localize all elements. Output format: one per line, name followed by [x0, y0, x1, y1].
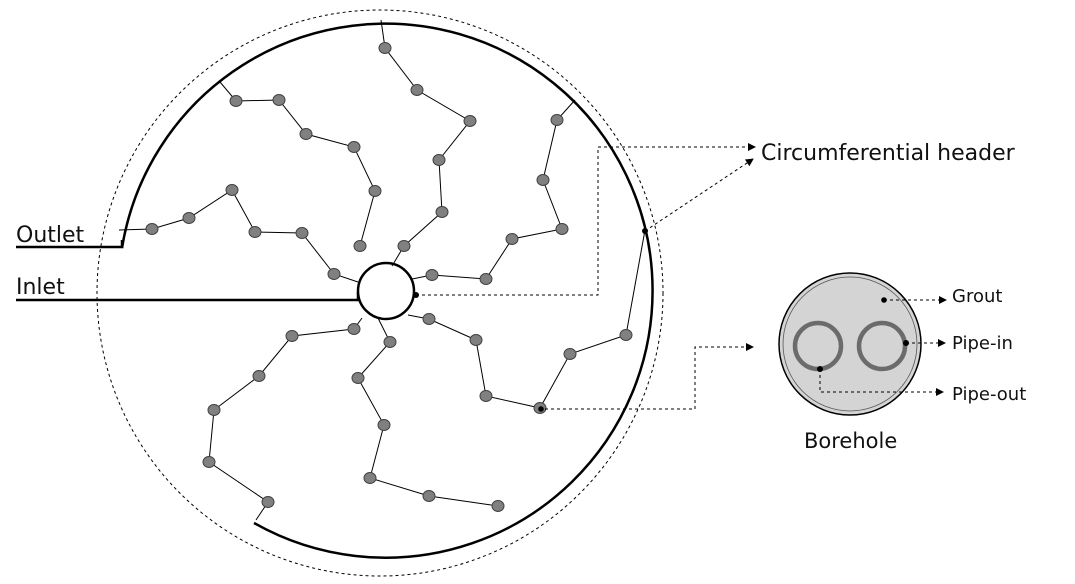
borehole-connections — [118, 19, 646, 521]
borehole — [378, 42, 392, 54]
inlet-label: Inlet — [16, 275, 65, 300]
borehole — [145, 223, 159, 235]
borehole — [383, 336, 397, 348]
borehole — [432, 154, 446, 166]
borehole — [469, 334, 483, 346]
borehole — [505, 233, 519, 245]
borehole — [351, 372, 365, 384]
central-manifold — [356, 261, 416, 321]
borehole — [252, 370, 266, 382]
grout-inner-edge — [782, 276, 918, 412]
field-boundary-dashed — [96, 9, 664, 577]
header-label: Circumferential header — [761, 141, 1016, 166]
borehole — [353, 240, 367, 252]
pipe-in-ring — [856, 320, 908, 372]
circumferential-header — [120, 22, 654, 559]
borehole-label: Borehole — [804, 429, 897, 453]
borehole — [425, 269, 439, 281]
borehole — [182, 212, 196, 224]
borehole — [347, 323, 361, 335]
borehole-wall — [778, 272, 922, 416]
borehole — [536, 174, 550, 186]
borehole — [397, 240, 411, 252]
borehole — [363, 472, 377, 484]
pipe-in-label: Pipe-in — [952, 333, 1013, 354]
borehole — [285, 330, 299, 342]
borehole — [347, 141, 361, 153]
borehole — [261, 496, 275, 508]
header-leader-outer — [644, 158, 754, 232]
borehole — [202, 456, 216, 468]
boreholes — [145, 42, 633, 512]
borehole — [248, 226, 262, 238]
borehole — [479, 390, 493, 402]
borehole — [555, 223, 569, 235]
borehole — [410, 84, 424, 96]
borehole — [327, 268, 341, 280]
header-leader-inner — [416, 143, 756, 296]
borehole — [619, 329, 633, 341]
borehole — [479, 273, 493, 285]
borehole — [491, 500, 505, 512]
borehole — [295, 227, 309, 239]
pipe-out-label: Pipe-out — [952, 384, 1026, 405]
borehole — [422, 313, 436, 325]
borehole — [422, 490, 436, 502]
borehole — [550, 114, 564, 126]
borehole-detail-marker — [538, 406, 544, 412]
borehole — [377, 419, 391, 431]
inlet-pipe — [16, 292, 360, 302]
borehole — [207, 404, 221, 416]
borehole — [229, 95, 243, 107]
borehole-cross-section — [778, 272, 922, 416]
borehole — [299, 128, 313, 140]
borehole — [225, 184, 239, 196]
outlet-pipe — [16, 240, 124, 249]
outlet-label: Outlet — [16, 223, 85, 248]
grout-label: Grout — [952, 286, 1002, 307]
borehole — [272, 94, 286, 106]
borehole — [563, 348, 577, 360]
borehole — [368, 185, 382, 197]
borehole — [435, 206, 449, 218]
borehole — [463, 115, 477, 127]
borehole-detail-leader — [545, 343, 754, 410]
pipe-out-leader — [819, 369, 944, 396]
